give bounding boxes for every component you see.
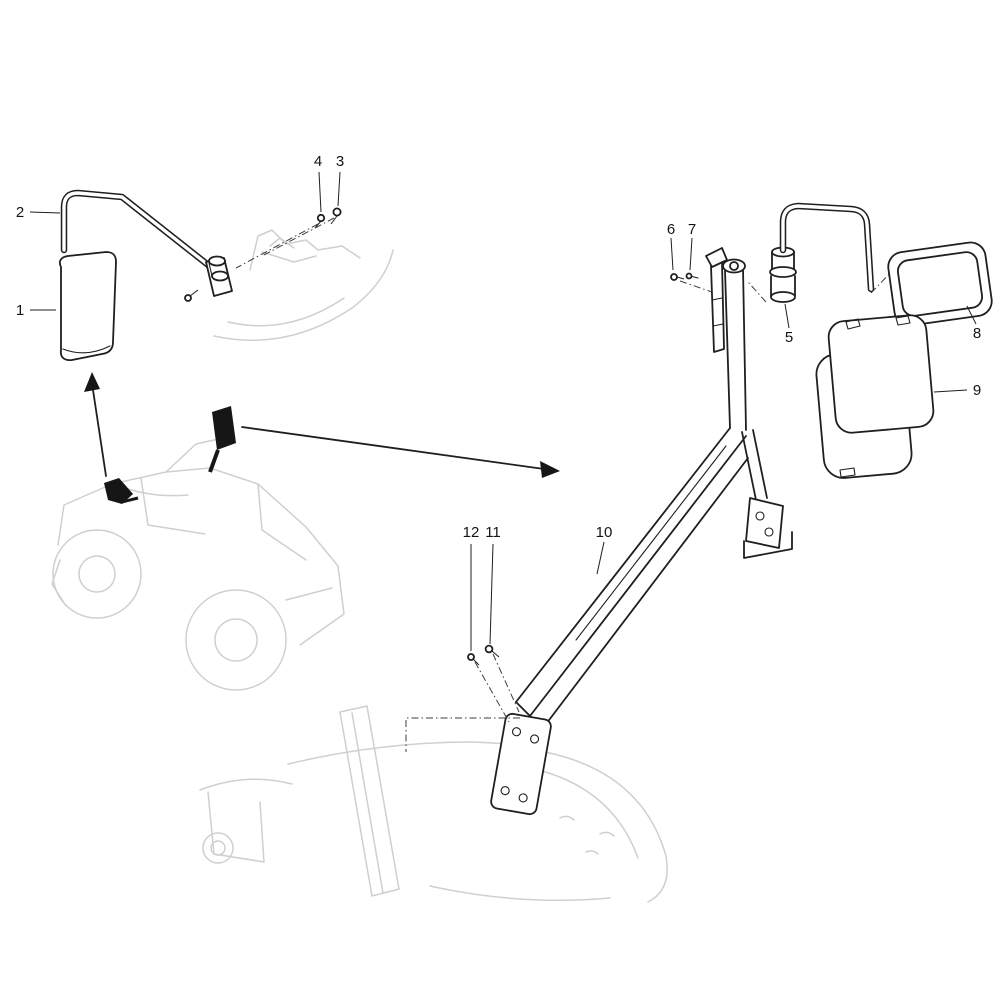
projection-line [261,217,335,257]
callout-9: 9 [973,382,981,399]
chassis-fragment-bottom [199,705,668,903]
projection-line [870,267,896,294]
mirror-arm-right [779,202,875,293]
callout-8: 8 [973,325,981,342]
callout-4: 4 [314,153,322,170]
callout-7: 7 [688,221,696,238]
callout-6: 6 [667,221,675,238]
projection-line [474,661,510,723]
callout-10: 10 [596,524,613,541]
bracket-post-part-10 [490,258,793,816]
callout-12: 12 [463,524,480,541]
clamp-part-5 [769,246,797,303]
screw-part-6 [670,273,685,281]
highlighted-mirror-location [104,406,236,504]
mirror-arm-part-2 [60,189,216,272]
callout-11: 11 [485,524,501,541]
screw-part-7 [685,272,699,280]
screw-part-11 [484,644,500,658]
vehicle-sketch [51,435,345,691]
projection-line [235,223,319,269]
mirror-bezel-part-8 [887,241,993,327]
callout-labels: 1 2 3 4 5 6 7 8 9 10 11 12 [16,153,981,541]
projection-line [405,717,520,752]
screw-part-12 [467,653,480,666]
projection-line [747,281,767,303]
mirror-glass-part-1 [58,251,117,362]
pointer-arrows [84,372,560,478]
callout-1: 1 [16,302,24,319]
callout-5: 5 [785,329,793,346]
mirror-head-part-9 [815,314,935,479]
callout-leaders [29,171,977,651]
arm-hinge-bracket [184,255,233,302]
cab-fragment-top-left [213,229,394,341]
projection-line [679,280,713,293]
callout-2: 2 [16,204,24,221]
screw-part-3 [330,207,342,225]
callout-3: 3 [336,153,344,170]
projection-line [492,653,520,713]
